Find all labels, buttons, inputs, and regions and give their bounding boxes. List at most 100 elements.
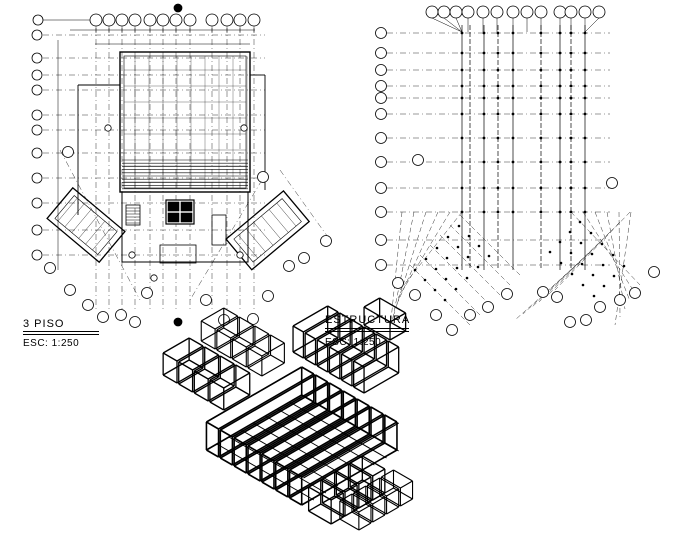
diagonal-axis xyxy=(618,211,621,318)
frame-member xyxy=(353,386,365,394)
diagonal-axis xyxy=(570,211,641,286)
diagonal-axis xyxy=(391,211,415,323)
column-dot xyxy=(460,160,464,164)
frame-member xyxy=(349,462,374,477)
column-dot xyxy=(511,84,515,88)
grid-bubble-diagonal xyxy=(141,287,153,299)
diagonal-axis xyxy=(395,211,439,307)
frame-member xyxy=(363,372,400,394)
grid-bubble-top xyxy=(102,13,116,27)
frame-member xyxy=(209,386,237,403)
roof-beam xyxy=(275,406,372,463)
frame-member xyxy=(365,485,386,498)
frame-member xyxy=(287,413,384,470)
frame-member xyxy=(275,434,372,491)
column-dot xyxy=(444,277,448,281)
grid-bubble-left xyxy=(375,108,387,120)
frame-member xyxy=(214,315,238,330)
frame-member xyxy=(178,368,206,385)
column-dot xyxy=(558,112,562,116)
diagonal-axis xyxy=(409,264,471,326)
grid-bubble-left xyxy=(375,80,387,92)
frame-member xyxy=(207,363,235,380)
grid-bubble-left xyxy=(375,47,387,59)
frame-member xyxy=(322,478,346,493)
column-dot xyxy=(569,96,573,100)
wing-partition xyxy=(57,197,78,222)
elevator-shaft xyxy=(180,201,193,212)
frame-member xyxy=(209,364,237,381)
structure-plan-scale: ESC: 1:250 xyxy=(325,337,382,348)
roof-beam xyxy=(206,366,303,423)
left-wing-outline xyxy=(46,186,126,264)
column-dot xyxy=(558,186,562,190)
grid-bubble-diagonal xyxy=(537,286,549,298)
frame-member xyxy=(379,297,406,314)
frame-member xyxy=(188,337,204,347)
frame-member xyxy=(223,327,238,337)
frame-member xyxy=(351,319,363,327)
frame-member xyxy=(353,360,365,368)
frame-member xyxy=(353,340,389,362)
floor-plan-title: 3 PISO xyxy=(23,318,65,330)
grid-bubble-diagonal xyxy=(200,294,212,306)
diagonal-axis xyxy=(554,211,631,291)
frame-member xyxy=(336,463,349,472)
elevator-shaft xyxy=(167,201,180,212)
grid-bubble-left xyxy=(31,172,43,184)
frame-member xyxy=(386,488,399,497)
frame-member xyxy=(247,354,271,369)
frame-member xyxy=(351,493,372,506)
column-dot xyxy=(476,265,480,269)
grid-bubble-diagonal xyxy=(482,301,494,313)
column-dot xyxy=(539,160,543,164)
grid-bubble-diagonal xyxy=(606,177,618,189)
frame-member xyxy=(209,401,225,411)
frame-member xyxy=(358,476,372,485)
column-dot xyxy=(433,288,437,292)
grid-bubble-left xyxy=(31,84,43,96)
floor-beam xyxy=(301,394,399,452)
wing-partition xyxy=(245,228,266,252)
grid-bubble-diagonal xyxy=(409,289,421,301)
grid-bubble-left xyxy=(31,147,43,159)
frame-member xyxy=(375,359,387,367)
column-dot xyxy=(456,245,460,249)
frame-member xyxy=(275,461,289,470)
column-dot xyxy=(496,186,500,190)
frame-member xyxy=(316,365,329,373)
frame-member xyxy=(254,325,270,335)
column-dot xyxy=(539,31,543,35)
diagonal-axis xyxy=(439,234,501,296)
frame-member xyxy=(329,372,341,380)
column-dot xyxy=(482,112,486,116)
frame-member xyxy=(232,381,329,438)
grid-bubble-left xyxy=(31,109,43,121)
north-marker xyxy=(173,3,183,13)
column-dot xyxy=(569,186,573,190)
column-dot xyxy=(558,84,562,88)
wing-partition xyxy=(268,209,289,233)
column-dot xyxy=(600,242,604,246)
column-dot xyxy=(496,136,500,140)
column-dot xyxy=(511,112,515,116)
column-dot xyxy=(496,51,500,55)
frame-member xyxy=(270,334,285,344)
frame-member xyxy=(275,489,289,498)
grid-bubble-top xyxy=(506,5,520,19)
column-dot xyxy=(511,186,515,190)
structure-plan-title-underline-thin xyxy=(325,331,409,332)
frame-member xyxy=(200,340,216,350)
column-dot xyxy=(569,251,573,255)
floor-plan-title-underline xyxy=(23,331,99,332)
frame-member xyxy=(389,330,406,341)
grid-bubble-left xyxy=(375,259,387,271)
frame-member xyxy=(292,351,304,359)
column-dot xyxy=(487,254,491,258)
column-dot xyxy=(434,267,438,271)
column-dot xyxy=(424,257,428,261)
right-wing-inner xyxy=(233,198,302,263)
column-dot xyxy=(511,136,515,140)
wing-partition xyxy=(78,215,99,239)
structure-plan-title-underline xyxy=(325,328,409,329)
